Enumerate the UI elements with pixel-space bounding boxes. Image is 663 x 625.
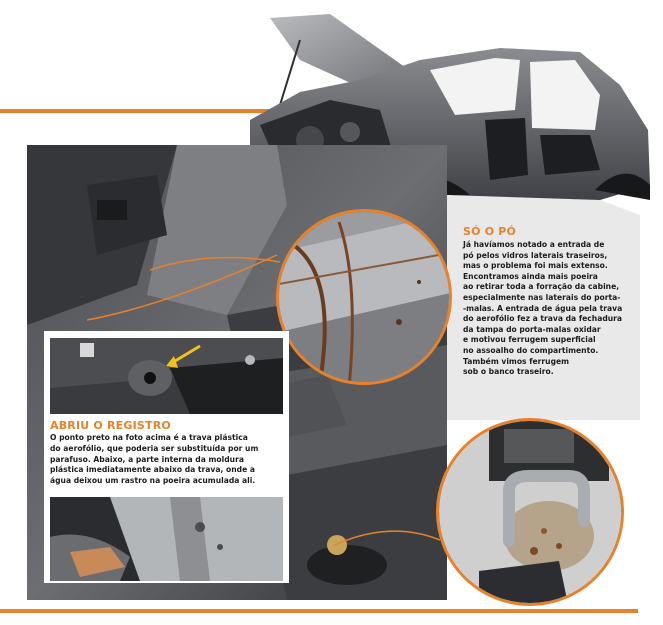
spoiler-latch-photo (50, 338, 283, 414)
spoiler-story-body: O ponto preto na foto acima é a trava pl… (50, 433, 259, 486)
dust-story: SÓ O PÓ Já havíamos notado a entrada de … (463, 225, 653, 378)
dust-story-body: Já havíamos notado a entrada de pó pelos… (463, 240, 623, 377)
rust-seam-closeup (276, 209, 452, 385)
bottom-accent-rule (0, 609, 638, 613)
top-accent-rule (0, 109, 300, 113)
dust-story-heading: SÓ O PÓ (463, 225, 517, 238)
rusted-latch-closeup (436, 418, 624, 606)
trim-water-trail-photo (50, 497, 283, 581)
spoiler-latch-inset: ABRIU O REGISTRO O ponto preto na foto a… (44, 331, 289, 583)
spoiler-story-heading: ABRIU O REGISTRO (50, 419, 171, 432)
